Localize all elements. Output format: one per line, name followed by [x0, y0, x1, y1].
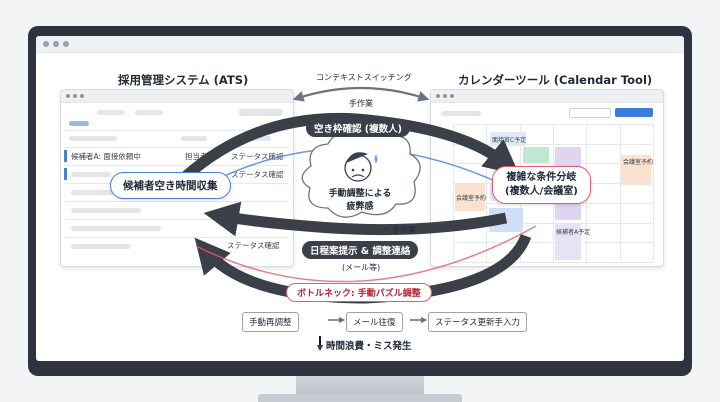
- window-dot-icon: [443, 94, 447, 98]
- context-switch-arrow: [292, 86, 430, 102]
- ats-divider: [65, 147, 289, 148]
- calendar-grid-line: [453, 124, 454, 262]
- worried-face-icon: [346, 152, 368, 163]
- ats-divider: [65, 130, 289, 131]
- ats-row-placeholder: [71, 244, 131, 249]
- ats-row-marker: [64, 150, 67, 162]
- ats-search-placeholder: [239, 109, 283, 116]
- fatigue-line-1: 手動調整による: [328, 189, 392, 199]
- calendar-grid-line: [453, 222, 653, 224]
- calendar-grid-line: [653, 124, 654, 262]
- calendar-grid-line: [486, 124, 488, 262]
- calendar-action-button[interactable]: [615, 108, 653, 117]
- browser-bar: [36, 36, 684, 53]
- monitor-screen: 採用管理システム (ATS) カレンダーツール (Calendar Tool) …: [36, 36, 684, 361]
- ats-divider: [65, 219, 289, 220]
- calendar-view-select[interactable]: [569, 108, 611, 118]
- complex-condition-bubble: 複雑な条件分岐 (複数人/会議室): [492, 166, 591, 204]
- calendar-grid-line: [453, 242, 653, 244]
- ats-row-status: ステータス確認: [227, 241, 280, 250]
- ats-row-placeholder: [71, 172, 111, 177]
- calendar-grid-line: [453, 163, 653, 165]
- ats-row-marker: [64, 168, 67, 180]
- sweat-drop-icon: [374, 154, 378, 163]
- calendar-event[interactable]: [621, 155, 651, 185]
- calendar-window-bar: [431, 90, 663, 103]
- calendar-event-label: 会議室予約: [623, 159, 654, 166]
- calendar-header-placeholder: [441, 111, 481, 116]
- calendar-grid-line: [453, 124, 653, 125]
- context-switch-label: コンテキストスイッチング: [316, 73, 412, 82]
- candidate-availability-bubble: 候補者空き時間収集: [110, 172, 231, 199]
- ats-active-tab: [69, 121, 89, 126]
- ats-divider: [65, 237, 289, 238]
- ats-row-status: ステータス確認: [231, 152, 284, 161]
- window-dot-icon: [53, 41, 59, 47]
- monitor-stand-base: [258, 394, 462, 402]
- ats-divider: [65, 201, 289, 202]
- ats-header-placeholder: [69, 136, 117, 141]
- ats-row-placeholder: [71, 208, 141, 213]
- availability-check-label: 空き枠確認 (複数人): [306, 119, 410, 137]
- step-manual-status-update: ステータス更新手入力: [428, 312, 528, 332]
- step-manual-readjust: 手動再調整: [242, 312, 299, 332]
- window-dot-icon: [43, 41, 49, 47]
- ats-header-placeholder: [181, 136, 207, 141]
- proposal-arrow: [203, 201, 508, 237]
- calendar-event-label: 候補者A予定: [556, 229, 591, 236]
- window-dot-icon: [450, 94, 454, 98]
- condition-line-2: (複数人/会議室): [505, 186, 578, 197]
- window-dot-icon: [63, 41, 69, 47]
- ats-tab-placeholder: [135, 110, 163, 115]
- result-label: 時間浪費・ミス発生: [326, 341, 412, 352]
- ats-row-candidate[interactable]: 候補者A: 面接依頼中: [71, 152, 141, 161]
- fatigue-line-2: 疲弊感: [346, 202, 374, 212]
- window-dot-icon: [436, 94, 440, 98]
- calendar-event[interactable]: [555, 224, 581, 260]
- calendar-title: カレンダーツール (Calendar Tool): [458, 73, 653, 87]
- condition-line-1: 複雑な条件分岐: [506, 172, 577, 183]
- email-note: (メール等): [342, 263, 381, 272]
- ats-title: 採用管理システム (ATS): [118, 73, 249, 87]
- bottleneck-label: ボトルネック: 手動パズル調整: [286, 283, 432, 302]
- flow-arrows: [182, 86, 537, 352]
- manual-work-label: 手作業: [349, 99, 373, 108]
- calendar-grid-line: [453, 143, 653, 145]
- window-dot-icon: [73, 94, 77, 98]
- ats-row-owner: 担当者B: [185, 152, 213, 161]
- fatigue-label: 手動調整による 疲弊感: [322, 186, 398, 212]
- ats-row-status: ステータス確認: [231, 170, 284, 179]
- calendar-event[interactable]: [455, 183, 485, 211]
- ats-row-placeholder: [71, 226, 161, 231]
- step-email-back-and-forth: メール往復: [346, 312, 403, 332]
- calendar-event-label: 会議室予約: [456, 195, 487, 202]
- window-dot-icon: [66, 94, 70, 98]
- proposal-label: 日程案提示 & 調整連絡: [302, 241, 419, 259]
- calendar-grid-line: [453, 262, 653, 263]
- red-loop-line: [195, 225, 537, 283]
- ats-window-bar: [61, 90, 293, 103]
- calendar-grid-line: [619, 124, 621, 262]
- manual-work-label: 手作業: [392, 226, 416, 235]
- window-dot-icon: [80, 94, 84, 98]
- ats-tab-placeholder: [97, 110, 125, 115]
- ats-divider: [65, 165, 289, 166]
- calendar-event[interactable]: [523, 147, 549, 163]
